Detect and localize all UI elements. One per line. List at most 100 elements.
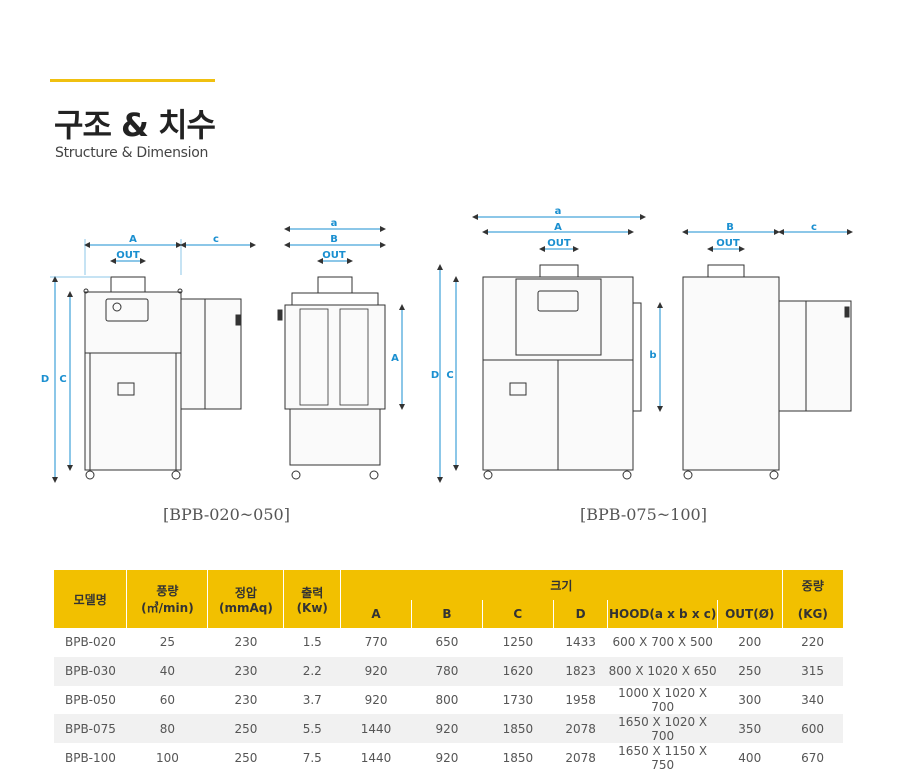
table-cell: 920	[340, 656, 412, 686]
table-cell: 800 X 1020 X 650	[607, 656, 718, 686]
drawing-large-side	[682, 229, 853, 480]
header-weight-unit: (KG)	[781, 600, 843, 628]
header-size-hood: HOOD(a x b x c)	[607, 600, 718, 628]
dim-label-out: OUT	[116, 250, 140, 261]
table-cell: 250	[207, 714, 284, 744]
page-title: 구조 & 치수	[54, 106, 216, 144]
dim-label-A: A	[129, 234, 137, 245]
dim-label-out: OUT	[716, 238, 740, 249]
dim-label-D: D	[41, 374, 49, 385]
title-accent-bar	[50, 79, 215, 82]
table-cell: 1433	[553, 628, 608, 657]
table-cell: 250	[207, 743, 284, 772]
table-cell: 1.5	[283, 628, 341, 657]
drawing-small-hood	[277, 226, 405, 480]
header-size-b: B	[411, 600, 483, 628]
table-cell: 25	[126, 628, 208, 657]
table-cell: 600 X 700 X 500	[607, 628, 718, 657]
spec-table: 모델명 풍량(㎥/min) 정압(mmAq) 출력(Kw) 크기 중량 A B …	[54, 570, 843, 772]
table-cell: 315	[782, 656, 843, 686]
table-cell: 1440	[340, 714, 412, 744]
table-cell: 600	[782, 714, 843, 744]
table-cell: 1850	[482, 714, 554, 744]
table-cell: BPB-050	[54, 685, 127, 715]
table-cell: 1823	[553, 656, 608, 686]
table-cell: 1650 X 1020 X 700	[607, 714, 718, 744]
table-cell: 1730	[482, 685, 554, 715]
table-cell: 780	[411, 656, 483, 686]
table-cell: 1850	[482, 743, 554, 772]
drawing-small-front	[50, 239, 256, 483]
dimension-drawings: A OUT c D C a B OUT A a A OUT D C b B OU…	[41, 206, 853, 483]
table-cell: 1000 X 1020 X 700	[607, 685, 718, 715]
table-cell: 650	[411, 628, 483, 657]
table-cell: 230	[207, 656, 284, 686]
header-size-a: A	[340, 600, 412, 628]
table-cell: 80	[126, 714, 208, 744]
header-size-d: D	[552, 600, 608, 628]
dim-label-D: D	[431, 370, 439, 381]
header-pressure: 정압(mmAq)	[207, 570, 284, 628]
dim-label-out: OUT	[322, 250, 346, 261]
table-cell: 300	[717, 685, 783, 715]
table-cell: 1440	[340, 743, 412, 772]
table-cell: 2.2	[283, 656, 341, 686]
table-cell: 400	[717, 743, 783, 772]
dim-label-a: a	[331, 218, 338, 229]
dim-label-A: A	[554, 222, 562, 233]
header-power: 출력(Kw)	[283, 570, 341, 628]
dim-label-C: C	[59, 374, 66, 385]
table-cell: 40	[126, 656, 208, 686]
page-subtitle: Structure & Dimension	[55, 145, 209, 161]
table-cell: 770	[340, 628, 412, 657]
header-weight: 중량	[781, 570, 843, 600]
dim-label-c: c	[811, 222, 817, 233]
dim-label-B: B	[330, 234, 338, 245]
table-cell: 670	[782, 743, 843, 772]
drawing-large-front	[437, 214, 663, 483]
table-cell: 1250	[482, 628, 554, 657]
table-cell: 250	[717, 656, 783, 686]
table-cell: 1958	[553, 685, 608, 715]
dim-label-out: OUT	[547, 238, 571, 249]
table-cell: 920	[411, 714, 483, 744]
header-size-c: C	[481, 600, 554, 628]
header-model: 모델명	[54, 570, 127, 628]
table-cell: 5.5	[283, 714, 341, 744]
caption-large-models: [BPB-075~100]	[580, 505, 707, 524]
dim-label-b: b	[649, 350, 656, 361]
dim-label-B: B	[726, 222, 734, 233]
table-cell: 350	[717, 714, 783, 744]
table-cell: 3.7	[283, 685, 341, 715]
dim-label-A: A	[391, 353, 399, 364]
header-size-out: OUT(Ø)	[716, 600, 783, 628]
dim-label-a: a	[555, 206, 562, 217]
table-cell: 920	[340, 685, 412, 715]
table-cell: 340	[782, 685, 843, 715]
table-cell: BPB-030	[54, 656, 127, 686]
header-size: 크기	[340, 570, 783, 600]
dim-label-c: c	[213, 234, 219, 245]
table-cell: 230	[207, 685, 284, 715]
table-cell: BPB-075	[54, 714, 127, 744]
table-cell: 2078	[553, 714, 608, 744]
table-cell: 100	[126, 743, 208, 772]
table-cell: 2078	[553, 743, 608, 772]
table-cell: 230	[207, 628, 284, 657]
table-cell: 920	[411, 743, 483, 772]
table-cell: BPB-020	[54, 628, 127, 657]
table-cell: 800	[411, 685, 483, 715]
table-cell: BPB-100	[54, 743, 127, 772]
dim-label-C: C	[446, 370, 453, 381]
header-flow: 풍량(㎥/min)	[126, 570, 208, 628]
caption-small-models: [BPB-020~050]	[163, 505, 290, 524]
table-cell: 200	[717, 628, 783, 657]
table-cell: 1620	[482, 656, 554, 686]
table-cell: 1650 X 1150 X 750	[607, 743, 718, 772]
table-cell: 220	[782, 628, 843, 657]
